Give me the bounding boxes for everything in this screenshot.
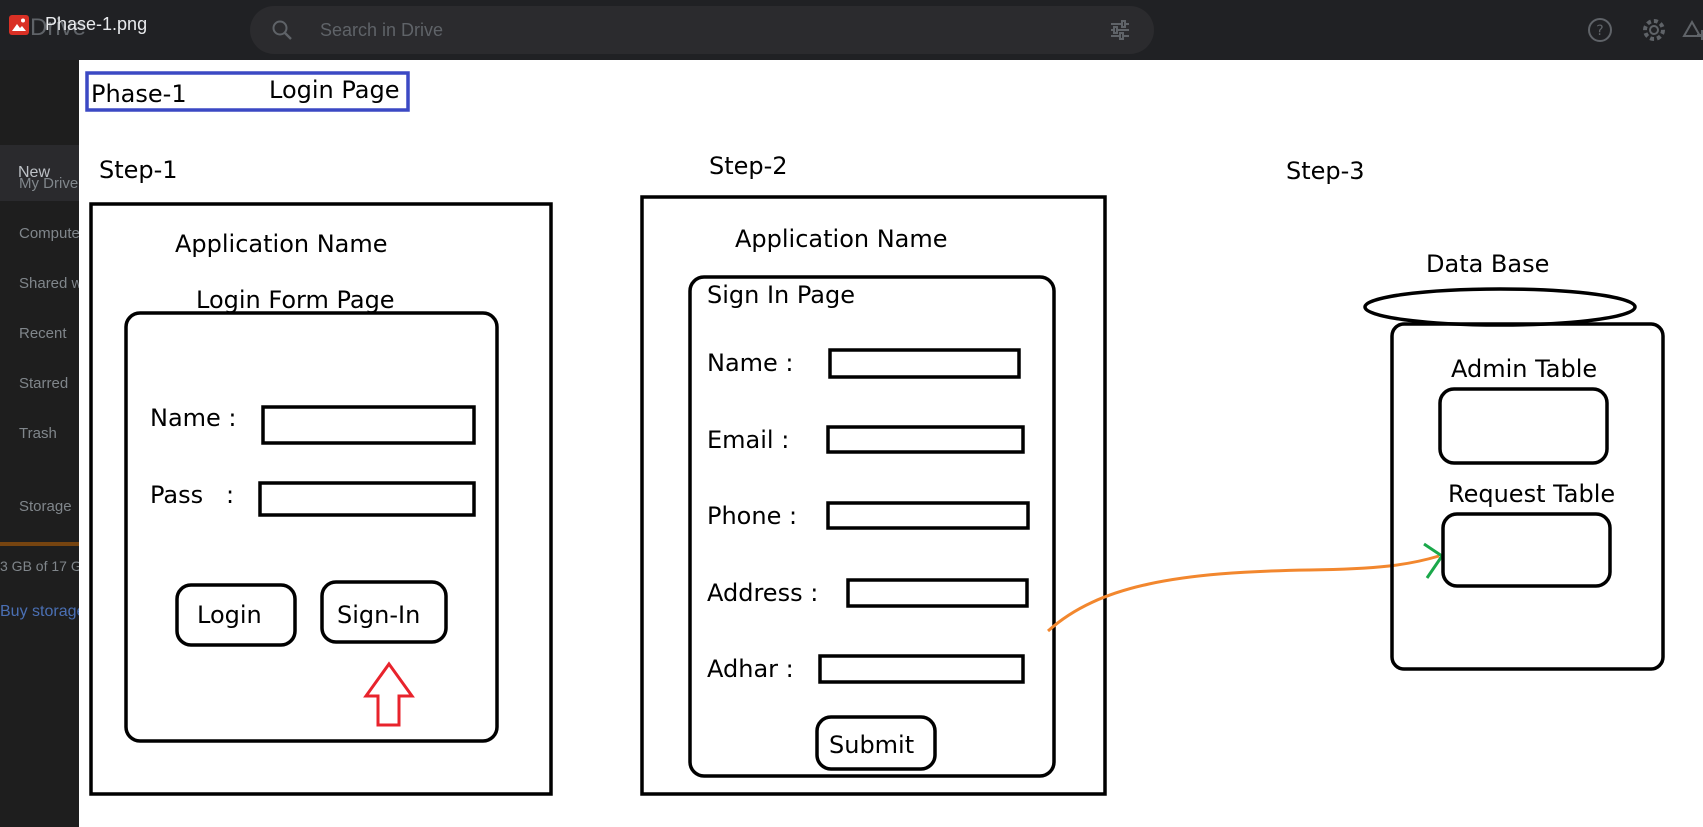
signup-phone-label: Phone : [707, 502, 797, 530]
wireframe-sketch: Phase-1 Login Page Step-1 Step-2 Step-3 … [85, 71, 1665, 796]
buy-storage-link[interactable]: Buy storage [0, 603, 79, 620]
sidebar-item-computers[interactable]: Computers [19, 225, 79, 242]
signup-address-field [846, 578, 1029, 608]
sidebar-item-shared[interactable]: Shared with me [19, 275, 79, 292]
search-icon [272, 20, 292, 40]
login-pass-field [258, 481, 476, 517]
step1-title: Step-1 [99, 156, 178, 184]
connector-arrow [1046, 554, 1440, 633]
signup-adhar-field [818, 654, 1025, 684]
login-form-frame [124, 311, 499, 743]
admin-table-box [1438, 387, 1609, 465]
login-pass-label: Pass : [150, 481, 234, 509]
signup-form-frame [688, 275, 1056, 778]
login-name-label: Name : [150, 404, 237, 432]
signup-email-label: Email : [707, 426, 789, 454]
step2-outer-frame [640, 195, 1107, 796]
storage-usage-bar [0, 542, 79, 546]
submit-button-sketch [815, 715, 937, 771]
drive-sidebar: New My Drive Computers Shared with me Re… [0, 60, 79, 827]
signup-address-label: Address : [707, 579, 818, 607]
svg-text:?: ? [1596, 23, 1603, 39]
up-arrow-icon [363, 661, 415, 727]
step2-app-name: Application Name [735, 225, 948, 253]
signin-button-label: Sign-In [337, 601, 420, 629]
step2-title: Step-2 [709, 152, 788, 180]
step2-form-title: Sign In Page [707, 281, 855, 309]
db-label: Data Base [1426, 250, 1549, 278]
search-options-icon[interactable] [1108, 18, 1132, 42]
header-box [85, 71, 410, 112]
header-page-label: Login Page [269, 76, 399, 104]
signup-phone-field [826, 501, 1030, 530]
login-button-sketch [175, 583, 297, 647]
signup-name-label: Name : [707, 349, 794, 377]
login-button-label: Login [197, 601, 262, 629]
new-button[interactable]: New [0, 145, 79, 201]
signin-button-sketch [320, 580, 448, 644]
submit-button-label: Submit [829, 731, 914, 759]
image-preview: Phase-1 Login Page Step-1 Step-2 Step-3 … [79, 60, 1703, 827]
search-input[interactable]: Search in Drive [320, 20, 444, 40]
step1-outer-frame [89, 202, 553, 796]
settings-icon[interactable] [1640, 16, 1668, 44]
signup-email-field [826, 425, 1025, 454]
drive-add-icon[interactable] [1680, 16, 1703, 44]
sidebar-item-my-drive[interactable]: My Drive [19, 175, 79, 192]
storage-usage-text: 3 GB of 17 GB used [0, 558, 79, 574]
file-name: Phase-1.png [45, 14, 148, 34]
sidebar-item-storage[interactable]: Storage [19, 498, 72, 515]
sidebar-item-recent[interactable]: Recent [19, 325, 67, 342]
db-cylinder-top [1363, 287, 1637, 327]
header-phase-label: Phase-1 [91, 80, 187, 108]
login-name-field [261, 405, 476, 445]
db-cylinder-body [1390, 322, 1665, 671]
drive-logo-text: Drive [30, 14, 87, 41]
signup-adhar-label: Adhar : [707, 655, 794, 683]
arrowhead-icon [1423, 542, 1445, 579]
step3-title: Step-3 [1286, 157, 1365, 185]
drive-topbar: Drive Search in Drive ? [0, 0, 1703, 60]
request-table-label: Request Table [1448, 480, 1615, 508]
sidebar-item-starred[interactable]: Starred [19, 375, 69, 392]
request-table-box [1441, 512, 1612, 588]
signup-name-field [828, 348, 1021, 379]
step1-form-title: Login Form Page [196, 286, 395, 314]
image-file-icon [9, 15, 29, 35]
admin-table-label: Admin Table [1451, 355, 1597, 383]
step1-app-name: Application Name [175, 230, 388, 258]
sidebar-item-trash[interactable]: Trash [19, 425, 57, 442]
search-bar[interactable]: Search in Drive [250, 6, 1154, 54]
help-icon[interactable]: ? [1586, 16, 1614, 44]
